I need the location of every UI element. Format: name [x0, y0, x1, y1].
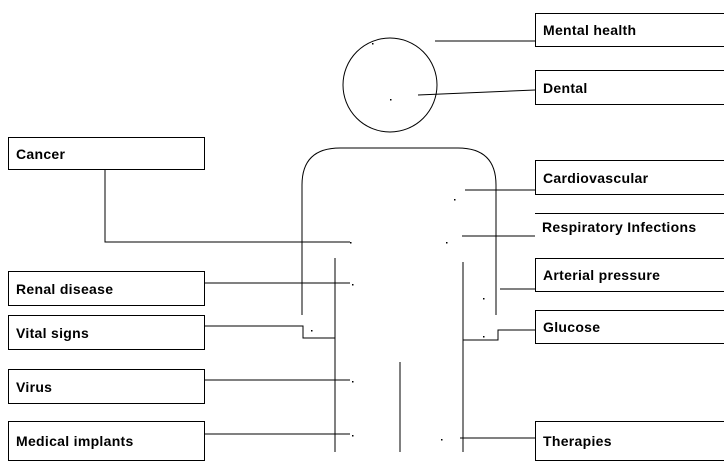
label-renal-disease-text: Renal disease — [16, 280, 114, 297]
dot-vital-signs — [311, 330, 313, 332]
label-vital-signs: Vital signs — [8, 315, 205, 350]
dot-virus — [352, 381, 354, 383]
dot-cancer — [350, 242, 352, 244]
label-cardiovascular: Cardiovascular — [535, 160, 724, 195]
label-cardiovascular-text: Cardiovascular — [543, 169, 649, 186]
leader-cancer — [104, 170, 350, 243]
label-arterial-pressure-text: Arterial pressure — [543, 267, 661, 283]
dot-dental — [390, 99, 392, 101]
label-mental-health: Mental health — [535, 13, 724, 47]
dot-therapies — [441, 439, 443, 441]
dot-glucose — [483, 336, 485, 338]
label-virus: Virus — [8, 369, 205, 404]
leader-vital-signs — [205, 325, 335, 339]
label-dental-text: Dental — [543, 79, 588, 96]
dot-cardiovascular — [454, 199, 456, 201]
dot-respiratory — [446, 242, 448, 244]
label-vital-signs-text: Vital signs — [16, 324, 90, 341]
label-cancer-text: Cancer — [16, 145, 66, 162]
label-respiratory-infections-text: Respiratory Infections — [542, 219, 697, 235]
label-glucose-text: Glucose — [543, 319, 601, 335]
label-cancer: Cancer — [8, 137, 205, 170]
head-outline — [342, 37, 438, 133]
label-therapies-text: Therapies — [543, 433, 612, 449]
label-respiratory-infections: Respiratory Infections — [535, 213, 724, 243]
label-glucose: Glucose — [535, 310, 724, 344]
label-medical-implants: Medical implants — [8, 421, 205, 461]
dot-medical-implants — [352, 435, 354, 437]
leader-dental — [417, 89, 536, 96]
dot-arterial — [483, 298, 485, 300]
label-virus-text: Virus — [16, 378, 53, 395]
label-dental: Dental — [535, 70, 724, 105]
label-therapies: Therapies — [535, 421, 724, 461]
label-mental-health-text: Mental health — [543, 22, 637, 38]
label-renal-disease: Renal disease — [8, 271, 205, 306]
label-medical-implants-text: Medical implants — [16, 433, 134, 449]
dot-renal — [352, 284, 354, 286]
torso-outline — [301, 147, 497, 315]
label-arterial-pressure: Arterial pressure — [535, 258, 724, 292]
dot-mental-health — [372, 43, 374, 45]
leader-glucose — [463, 329, 535, 341]
